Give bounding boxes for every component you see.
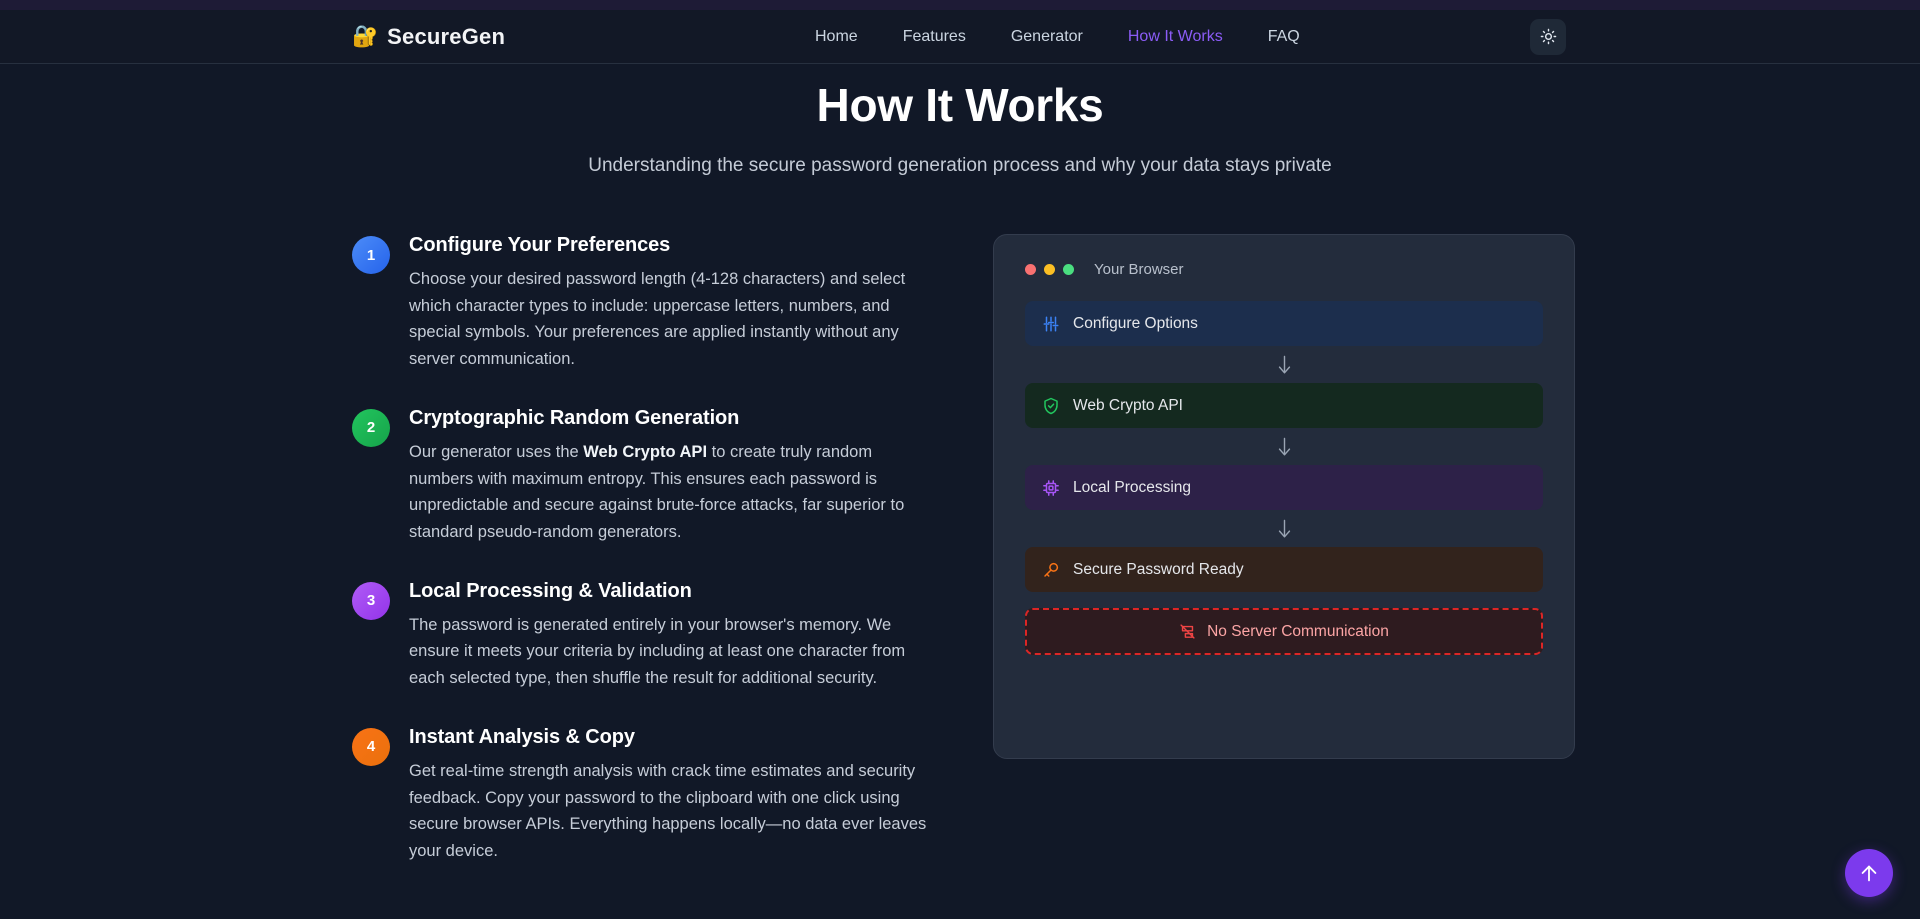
step-title: Configure Your Preferences [409,234,671,256]
step-number-badge: 3 [352,581,390,620]
arrow-down-icon [1278,519,1290,537]
sliders-icon [1043,316,1059,331]
step-description-post: to create truly random numbers with maxi… [409,442,905,542]
traffic-light-maximize-icon [1063,264,1074,275]
scroll-to-top-button[interactable] [1845,849,1893,897]
flow-row-local-processing: Local Processing [1025,465,1543,510]
arrow-down-icon [1278,437,1290,455]
cpu-chip-icon [1043,479,1059,496]
step-description-emphasis: Web Crypto API [583,442,708,461]
step-title: Local Processing & Validation [409,579,692,602]
key-icon [1044,562,1059,577]
traffic-light-minimize-icon [1044,264,1055,275]
step-description: The password is generated entirely in yo… [409,615,906,688]
nav-item-generator[interactable]: Generator [1010,27,1083,45]
main-content: 1 Configure Your Preferences Choose your… [352,226,1584,865]
arrow-down-icon [1278,355,1290,373]
flow-label: Secure Password Ready [1073,560,1244,578]
nav-item-how-it-works[interactable]: How It Works [1127,27,1223,45]
step-item-2: 2 Cryptographic Random Generation Our ge… [352,407,937,546]
step-item-4: 4 Instant Analysis & Copy Get real-time … [352,726,937,865]
step-title: Cryptographic Random Generation [409,406,740,429]
hero-section: How It Works Understanding the secure pa… [0,78,1920,177]
flow-row-secure-password-ready: Secure Password Ready [1025,547,1543,592]
flow-label: Web Crypto API [1073,396,1183,414]
step-description: Get real-time strength analysis with cra… [409,761,927,861]
lock-icon: 🔐 [352,25,379,48]
traffic-light-close-icon [1025,264,1036,275]
nav-item-home[interactable]: Home [815,27,858,45]
shield-check-icon [1044,397,1058,414]
top-accent-strip [0,0,1920,10]
step-number-badge: 2 [352,408,390,447]
step-description-pre: Our generator uses the [409,442,584,461]
step-description: Our generator uses the Web Crypto API to… [409,439,937,546]
flow-label: Local Processing [1073,478,1192,496]
server-off-icon [1180,624,1195,639]
browser-mock-panel: Your Browser Configure Options [993,234,1575,759]
step-description: Choose your desired password length (4-1… [409,270,906,369]
step-number-badge: 4 [352,727,390,766]
flow-label: Configure Options [1073,314,1198,332]
no-server-communication-banner: No Server Communication [1025,608,1543,655]
nav-item-features[interactable]: Features [902,27,966,45]
brand-logo[interactable]: 🔐 SecureGen [352,24,505,50]
browser-title-bar: Your Browser [1025,261,1543,278]
steps-list: 1 Configure Your Preferences Choose your… [352,226,937,865]
sun-icon [1540,28,1556,45]
flow-row-configure-options: Configure Options [1025,301,1543,346]
page-title: How It Works [816,79,1104,131]
arrow-up-icon [1861,865,1877,882]
page-subtitle: Understanding the secure password genera… [588,155,1332,177]
step-item-3: 3 Local Processing & Validation The pass… [352,580,937,692]
flow-row-web-crypto-api: Web Crypto API [1025,383,1543,428]
step-item-1: 1 Configure Your Preferences Choose your… [352,234,937,373]
browser-window-title: Your Browser [1094,261,1184,278]
flow-arrow-3 [1025,510,1543,547]
nav-item-faq[interactable]: FAQ [1267,27,1300,45]
theme-toggle-button[interactable] [1530,18,1566,55]
step-number-badge: 1 [352,236,390,274]
flow-arrow-2 [1025,428,1543,465]
brand-name: SecureGen [387,23,506,49]
warning-label: No Server Communication [1207,622,1389,640]
site-header: 🔐 SecureGen Home Features Generator How … [0,10,1920,64]
main-nav: Home Features Generator How It Works FAQ [815,28,1300,46]
step-title: Instant Analysis & Copy [409,725,635,748]
flow-arrow-1 [1025,346,1543,383]
